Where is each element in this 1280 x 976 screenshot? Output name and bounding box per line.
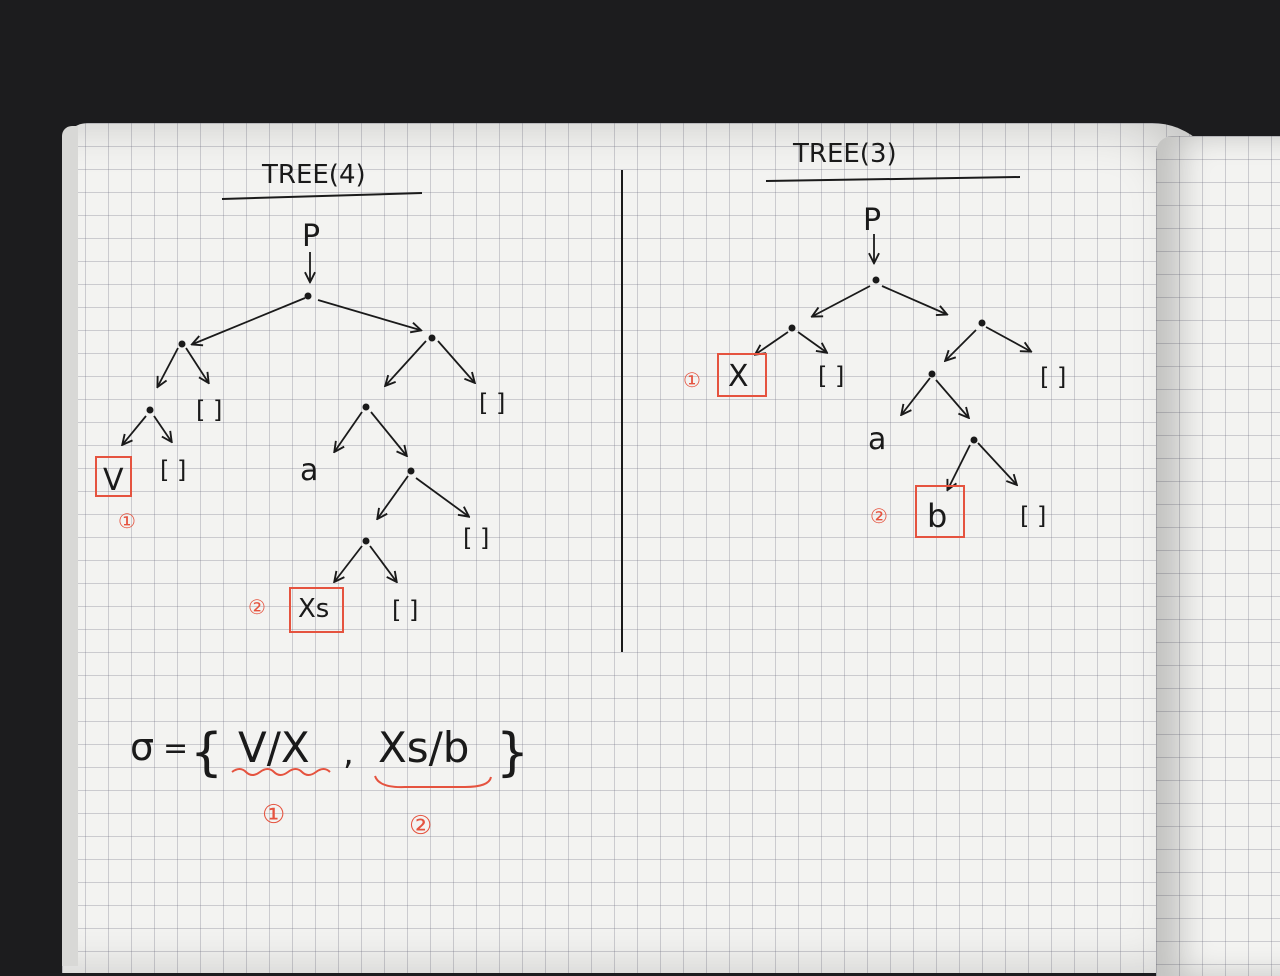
left-leaf-a: a [300, 453, 318, 488]
substitution-mark-1: ① [262, 800, 285, 830]
left-mark-1: ① [118, 509, 136, 533]
sigma-symbol: σ [130, 725, 154, 769]
open-brace: { [190, 723, 223, 783]
notebook-right-page [1156, 136, 1280, 976]
left-tree: TREE(4) P [ [95, 160, 505, 633]
right-leaf-empty-3: [ ] [1020, 502, 1046, 530]
underline-binding-1 [231, 768, 331, 776]
right-leaf-empty-2: [ ] [1040, 363, 1066, 391]
right-tree-title: TREE(3) [792, 139, 897, 169]
notebook-page-edge [62, 126, 78, 966]
left-leaf-xs: Xs [298, 594, 329, 624]
comma: , [343, 733, 354, 773]
left-leaf-v: V [103, 463, 124, 498]
binding-xs-b: Xs/b [378, 723, 469, 772]
right-leaf-empty-1: [ ] [818, 362, 844, 390]
left-leaf-empty-2: [ ] [160, 456, 186, 484]
right-title-underline [765, 176, 1021, 182]
left-root-label: P [302, 219, 320, 254]
notebook-left-page [62, 123, 1222, 973]
right-root-label: P [863, 203, 881, 238]
left-xs-highlight-box [289, 587, 344, 633]
right-leaf-x: X [728, 359, 749, 394]
left-leaf-empty-1: [ ] [196, 396, 222, 424]
left-leaf-empty-3: [ ] [479, 389, 505, 417]
left-mark-2: ② [248, 595, 266, 619]
right-mark-1: ① [683, 368, 701, 392]
substitution-formula: σ = { V/X , Xs/b } ① ② [130, 723, 529, 841]
left-title-underline [221, 192, 423, 200]
left-leaf-empty-4: [ ] [463, 524, 489, 552]
right-b-highlight-box [915, 485, 965, 538]
right-x-highlight-box [717, 353, 767, 397]
left-leaf-empty-5: [ ] [392, 596, 418, 624]
close-brace: } [496, 723, 529, 783]
right-leaf-a: a [868, 422, 886, 457]
right-tree: TREE(3) P X [ ] [ ] a b [ ] [683, 139, 1066, 538]
right-mark-2: ② [870, 504, 888, 528]
left-v-highlight-box [95, 456, 132, 497]
substitution-mark-2: ② [409, 811, 432, 841]
equals-sign: = [163, 731, 188, 766]
left-tree-title: TREE(4) [261, 160, 366, 190]
right-leaf-b: b [927, 497, 947, 535]
underbrace-binding-2 [374, 775, 492, 789]
binding-v-x: V/X [238, 723, 310, 772]
